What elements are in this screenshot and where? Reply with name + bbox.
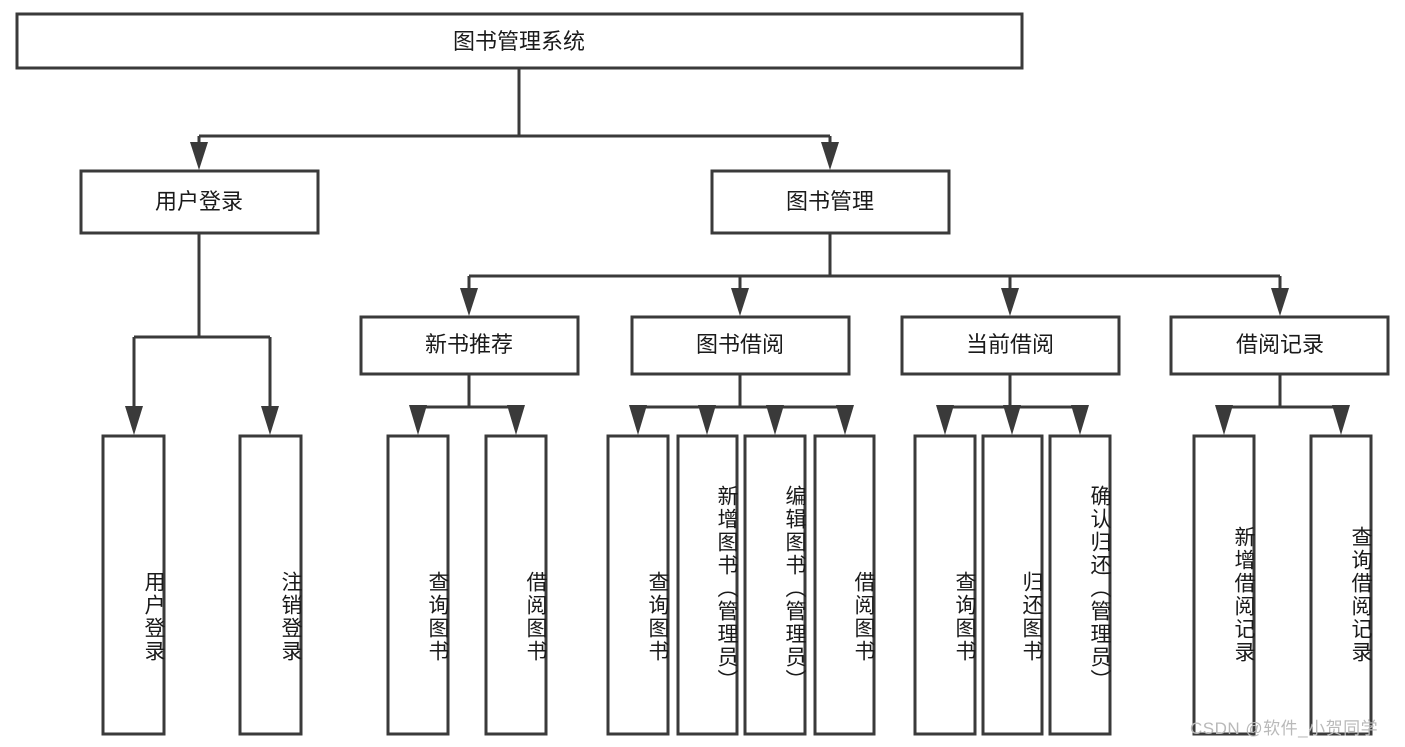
arrow-user-login-leaf-1 xyxy=(125,406,143,435)
arrow-current-borrow-leaf-1 xyxy=(936,405,954,435)
node-root-label: 图书管理系统 xyxy=(453,29,585,54)
leaf-new-book-2-box[interactable] xyxy=(484,434,548,736)
leaf-borrow-record-1-box[interactable] xyxy=(1192,434,1256,736)
node-book-mgmt-label: 图书管理 xyxy=(786,189,874,214)
arrow-book-borrow-leaf-4 xyxy=(836,405,854,435)
arrow-root-to-user-login xyxy=(190,142,208,170)
leaf-current-borrow-1-box[interactable] xyxy=(913,434,977,736)
leaf-new-book-1-box[interactable] xyxy=(386,434,450,736)
arrow-borrow-record-leaf-1 xyxy=(1215,405,1233,435)
node-book-borrow-box[interactable] xyxy=(630,315,851,376)
arrow-book-mgmt-to-book-borrow xyxy=(731,288,749,316)
arrow-root-to-book-mgmt xyxy=(821,142,839,170)
csdn-watermark: CSDN @软件_小贺同学 xyxy=(1190,719,1379,738)
arrow-user-login-leaf-2 xyxy=(261,406,279,435)
node-root-box[interactable] xyxy=(15,12,1024,70)
arrow-book-borrow-leaf-1 xyxy=(629,405,647,435)
arrow-current-borrow-leaf-2 xyxy=(1003,405,1021,435)
node-new-book-label: 新书推荐 xyxy=(425,332,513,357)
node-current-borrow-box[interactable] xyxy=(900,315,1121,376)
leaf-borrow-record-2-box[interactable] xyxy=(1309,434,1373,736)
node-book-borrow-label: 图书借阅 xyxy=(696,332,784,357)
leaf-book-borrow-4-box[interactable] xyxy=(813,434,876,736)
arrow-current-borrow-leaf-3 xyxy=(1071,405,1089,435)
arrow-new-book-leaf-1 xyxy=(409,405,427,435)
leaf-current-borrow-2-box[interactable] xyxy=(981,434,1044,736)
leaf-book-borrow-2-box[interactable] xyxy=(676,434,739,736)
leaf-user-login-1-box[interactable] xyxy=(101,434,166,736)
arrow-book-mgmt-to-borrow-record xyxy=(1271,288,1289,316)
arrow-book-borrow-leaf-2 xyxy=(698,405,716,435)
leaf-book-borrow-3-box[interactable] xyxy=(743,434,807,736)
node-new-book-box[interactable] xyxy=(359,315,580,376)
arrow-book-mgmt-to-current-borrow xyxy=(1001,288,1019,316)
node-user-login-label: 用户登录 xyxy=(155,189,243,214)
node-book-mgmt-box[interactable] xyxy=(710,169,951,235)
node-borrow-record-label: 借阅记录 xyxy=(1236,332,1324,357)
leaf-user-login-2-box[interactable] xyxy=(238,434,303,736)
arrow-borrow-record-leaf-2 xyxy=(1332,405,1350,435)
arrow-book-borrow-leaf-3 xyxy=(766,405,784,435)
leaf-current-borrow-3-box[interactable] xyxy=(1048,434,1112,736)
leaf-book-borrow-1-box[interactable] xyxy=(606,434,670,736)
arrow-new-book-leaf-2 xyxy=(507,405,525,435)
node-current-borrow-label: 当前借阅 xyxy=(966,332,1054,357)
node-borrow-record-box[interactable] xyxy=(1169,315,1390,376)
arrow-book-mgmt-to-new-book xyxy=(460,288,478,316)
